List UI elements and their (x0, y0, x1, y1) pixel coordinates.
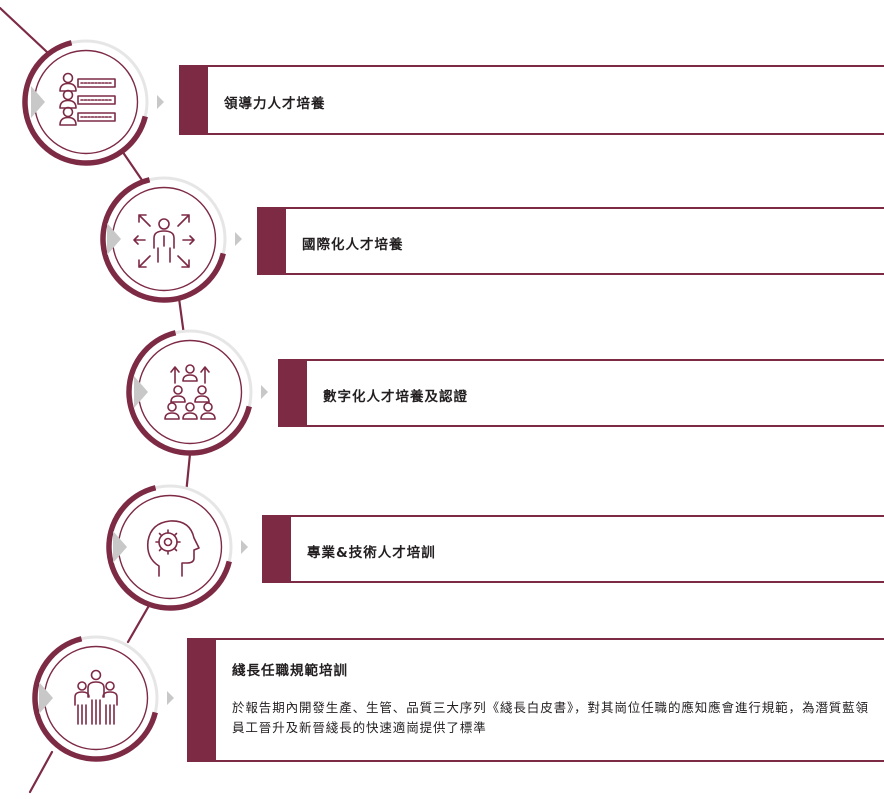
node-2 (100, 176, 242, 303)
node-3 (126, 329, 268, 456)
panel-title: 綫長任職規範培訓 (232, 663, 348, 679)
head-gear-icon (146, 520, 200, 577)
panel-accent-bar (262, 515, 291, 583)
panel-title: 國際化人才培養 (302, 237, 404, 253)
team-group-icon (74, 669, 118, 725)
panel-description: 於報告期內開發生產、生管、品質三大序列《綫長白皮書》，對其崗位任職的應知應會進行… (232, 700, 869, 735)
panel-professional-training: 專業&技術人才培訓 (262, 515, 884, 583)
panel-accent-bar (187, 638, 216, 762)
panel-line-leader-training: 綫長任職規範培訓 於報告期內開發生產、生管、品質三大序列《綫長白皮書》，對其崗位… (187, 638, 884, 762)
node-1 (22, 39, 164, 166)
panel-title: 數字化人才培養及認證 (323, 389, 468, 405)
node-4 (106, 484, 248, 611)
team-growth-arrows-icon (164, 364, 216, 420)
panel-accent-bar (179, 65, 208, 135)
panel-international-training: 國際化人才培養 (257, 207, 884, 275)
global-expansion-person-icon (133, 214, 195, 268)
node-5 (32, 635, 174, 762)
panel-title: 專業&技術人才培訓 (307, 545, 436, 561)
panel-accent-bar (257, 207, 286, 275)
panel-accent-bar (278, 359, 307, 427)
panel-title: 領導力人才培養 (224, 96, 326, 112)
panel-leadership-training: 領導力人才培養 (179, 65, 884, 135)
panel-digital-training: 數字化人才培養及認證 (278, 359, 884, 427)
leadership-list-icon (59, 72, 116, 126)
